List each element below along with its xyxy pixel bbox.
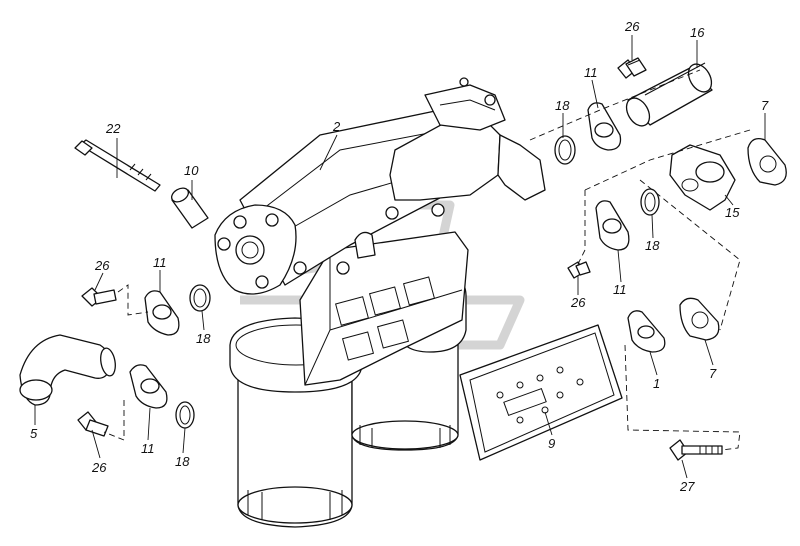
- callout-1: 1: [653, 376, 660, 391]
- callout-11-top: 11: [584, 65, 598, 80]
- callout-26-top: 26: [624, 19, 640, 34]
- sleeve-10: [170, 187, 209, 229]
- gasket-plate-9: [459, 324, 623, 461]
- callout-18-left: 18: [196, 331, 211, 346]
- callout-26-lower: 26: [91, 460, 107, 475]
- callout-5: 5: [30, 426, 38, 441]
- callout-18-lower: 18: [175, 454, 190, 469]
- flange-11-top: [587, 102, 622, 151]
- bolt-26-middle: [567, 261, 591, 279]
- o-ring-18-left: [189, 284, 211, 312]
- callout-7-top: 7: [761, 98, 769, 113]
- callout-11-left: 11: [153, 255, 167, 270]
- callout-11-middle: 11: [613, 282, 627, 297]
- elbow-flange-15: [669, 144, 736, 211]
- callout-27: 27: [679, 479, 695, 494]
- bolt-27: [669, 439, 723, 461]
- callout-26-left: 26: [94, 258, 110, 273]
- o-ring-18-lower: [175, 401, 195, 429]
- bolt-26-top: [617, 57, 647, 79]
- o-ring-18-top: [554, 135, 576, 165]
- callout-11-lower: 11: [141, 441, 155, 456]
- long-bolt-22: [74, 139, 161, 192]
- callout-10: 10: [184, 163, 199, 178]
- assembly-guide-lines: [103, 69, 751, 451]
- leader-lines: [34, 35, 766, 479]
- gasket-7-lower: [679, 297, 720, 341]
- flange-11-middle: [595, 200, 630, 251]
- flange-11-lower: [129, 364, 168, 409]
- callout-26-middle: 26: [570, 295, 586, 310]
- gasket-7-top: [747, 137, 787, 186]
- callout-2: 2: [332, 119, 341, 134]
- bolt-26-lower: [77, 411, 109, 437]
- pipe-16: [625, 62, 713, 127]
- callout-18-top: 18: [555, 98, 570, 113]
- flange-1: [627, 310, 666, 353]
- callout-7-lower: 7: [709, 366, 717, 381]
- o-ring-18-middle: [640, 188, 660, 216]
- callout-16: 16: [690, 25, 705, 40]
- callout-labels: 22 10 2 26 16 11 18 7 15 18 26 11 26 11 …: [30, 19, 769, 494]
- callout-15: 15: [725, 205, 740, 220]
- callout-18-middle: 18: [645, 238, 660, 253]
- bolt-26-left: [81, 287, 117, 307]
- bent-pipe-5: [19, 334, 116, 406]
- main-housing-assembly: [214, 77, 546, 528]
- flange-11-left: [144, 290, 180, 336]
- callout-22: 22: [105, 121, 121, 136]
- callout-9: 9: [548, 436, 555, 451]
